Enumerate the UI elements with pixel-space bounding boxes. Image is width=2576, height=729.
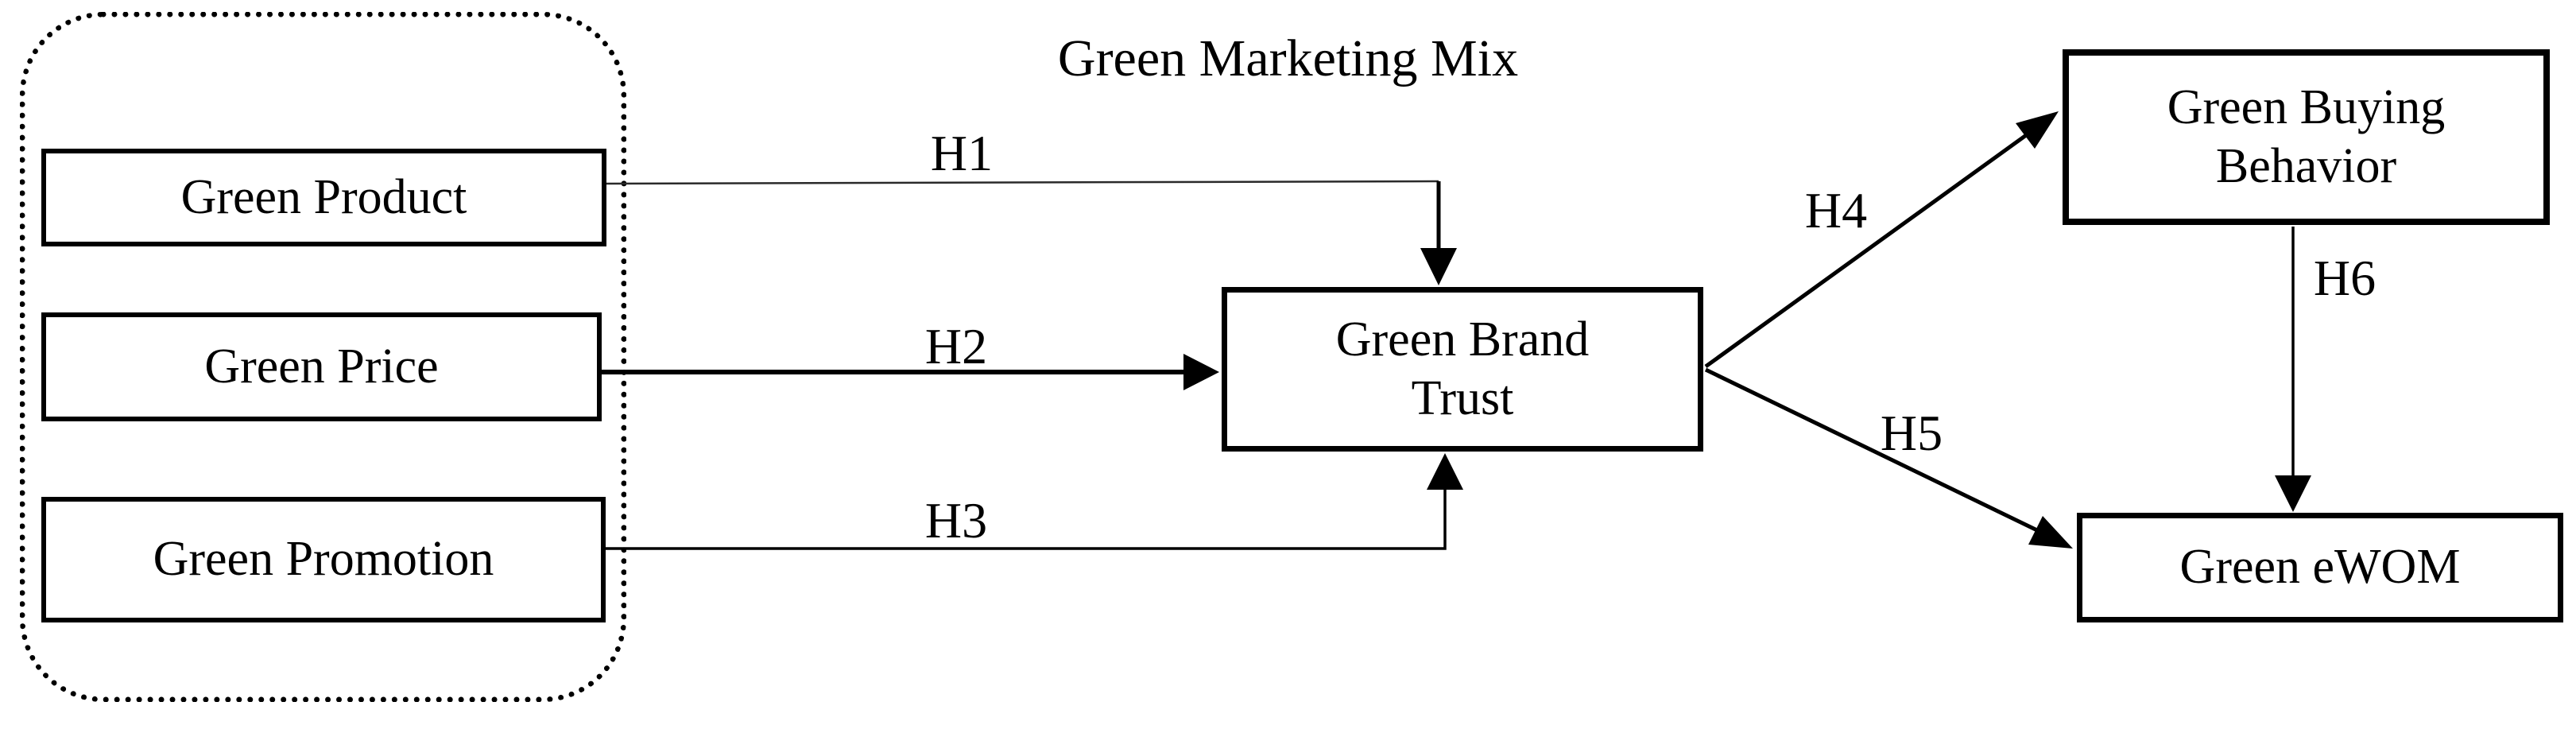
h4-arrowhead bbox=[2016, 111, 2059, 149]
h3-arrow-line bbox=[606, 487, 1447, 550]
group-title: Green Marketing Mix bbox=[1057, 29, 1519, 87]
node-label: Green Promotion bbox=[153, 532, 494, 587]
node-label: Green eWOM bbox=[2179, 540, 2461, 595]
h2-arrowhead bbox=[1183, 354, 1219, 390]
node-green-price: Green Price bbox=[41, 312, 602, 421]
node-green-product: Green Product bbox=[41, 149, 606, 246]
node-label: Green Product bbox=[180, 169, 467, 224]
node-green-promotion: Green Promotion bbox=[41, 497, 606, 622]
path-label-h5: H5 bbox=[1880, 405, 1943, 461]
node-green-brand-trust: Green Brand Trust bbox=[1222, 287, 1703, 452]
h1-arrowhead bbox=[1420, 248, 1457, 285]
path-label-h3: H3 bbox=[924, 492, 988, 549]
node-label: Green Buying Behavior bbox=[2167, 80, 2446, 193]
green-marketing-mix-group bbox=[20, 12, 626, 702]
path-label-h1: H1 bbox=[930, 125, 994, 181]
path-label-h6: H6 bbox=[2313, 250, 2377, 306]
h3-arrowhead bbox=[1427, 453, 1463, 490]
node-label: Green Brand Trust bbox=[1335, 312, 1590, 425]
h6-arrowhead bbox=[2275, 475, 2311, 512]
path-label-h4: H4 bbox=[1804, 182, 1868, 238]
node-label: Green Price bbox=[204, 339, 439, 394]
node-green-ewom: Green eWOM bbox=[2077, 513, 2563, 622]
node-green-buying-behavior: Green Buying Behavior bbox=[2063, 49, 2550, 225]
path-label-h2: H2 bbox=[924, 318, 988, 374]
h5-arrow-line bbox=[1704, 367, 2040, 533]
h5-arrowhead bbox=[2028, 516, 2073, 549]
h4-arrow-line bbox=[1704, 131, 2030, 369]
h1-arrow-line-horizontal bbox=[606, 180, 1439, 185]
